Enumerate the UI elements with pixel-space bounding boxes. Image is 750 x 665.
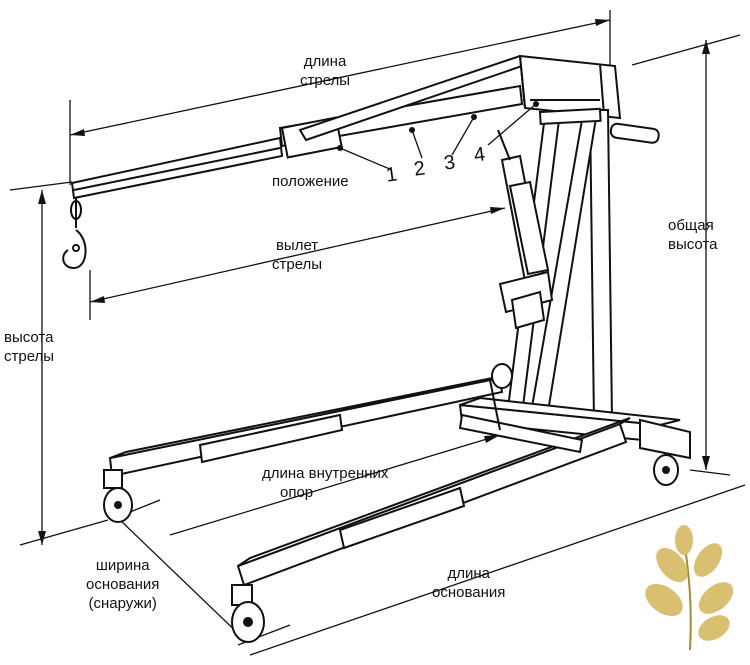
base-length-label: длина основания (432, 565, 506, 601)
reach-label: вылет стрелы (272, 237, 323, 273)
leaf-logo-icon (645, 525, 734, 651)
hook-icon (62, 198, 87, 270)
boom-length-label: длина стрелы (300, 53, 351, 89)
wheel-rear (653, 454, 679, 486)
dimension-lines (9, 10, 746, 656)
base (108, 373, 691, 587)
base-width-label: ширина основания (снаружи) (86, 557, 160, 612)
wheels (103, 363, 679, 643)
wheel-front-right (231, 584, 265, 643)
position-label: положение (272, 173, 349, 190)
wheel-rear-inner (491, 363, 513, 389)
boom (70, 54, 622, 200)
wheel-front-left (103, 469, 133, 523)
total-height-label: общая высота (668, 217, 718, 253)
boom-height-label: высота стрелы (4, 329, 55, 365)
inner-legs-length-label: длина внутренних опор (262, 465, 389, 501)
mast (497, 107, 660, 434)
